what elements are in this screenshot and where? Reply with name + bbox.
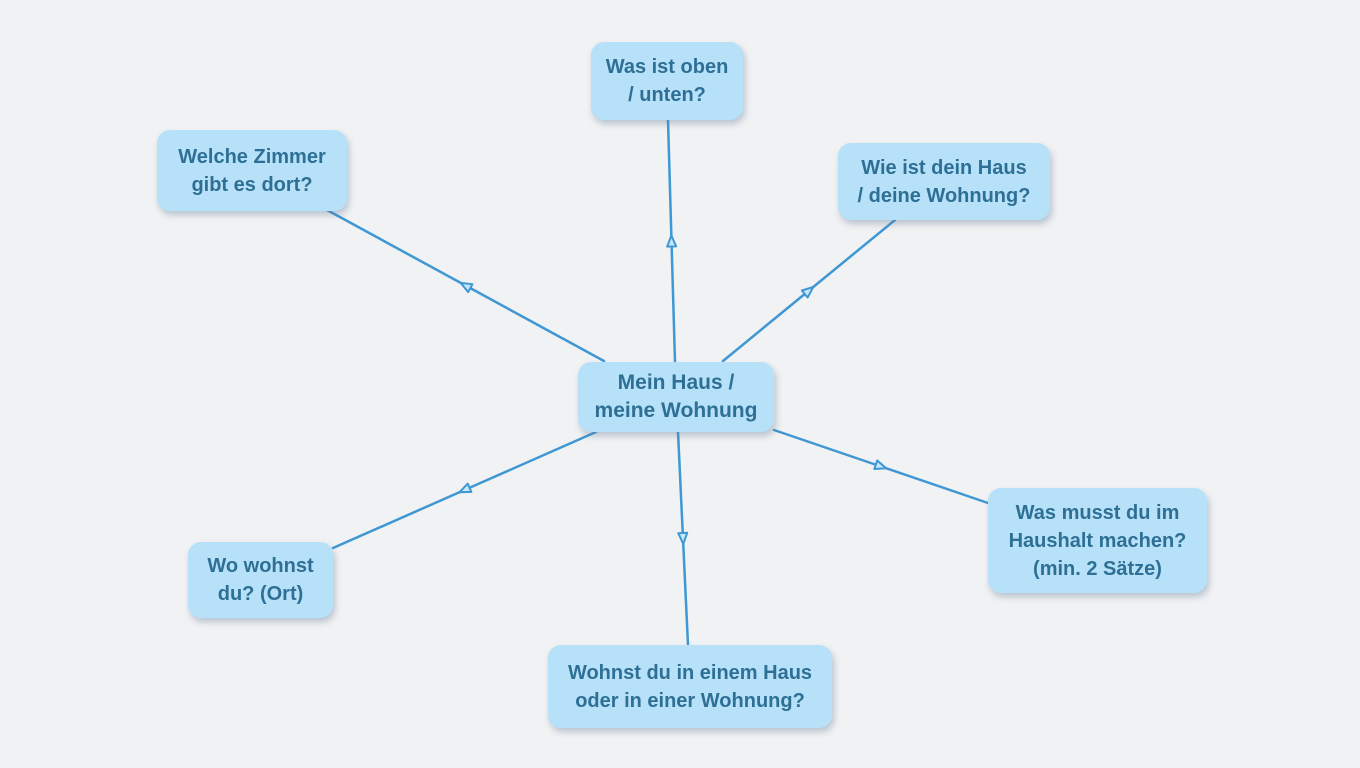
edge-root-to-top-right: [721, 218, 897, 363]
edge-root-to-bottom: [676, 430, 690, 647]
edge-root-to-top: [666, 118, 678, 364]
node-haus-oder-wohnung[interactable]: Wohnst du in einem Haus oder in einer Wo…: [548, 645, 832, 728]
edge-root-to-bottom-left: [331, 430, 598, 550]
edge-root-to-right: [772, 428, 990, 505]
node-welche-zimmer[interactable]: Welche Zimmer gibt es dort?: [157, 130, 347, 211]
node-haushalt-machen[interactable]: Was musst du im Haushalt machen? (min. 2…: [988, 488, 1207, 593]
node-mein-haus-root[interactable]: Mein Haus / meine Wohnung: [578, 362, 774, 432]
node-was-ist-oben[interactable]: Was ist oben / unten?: [591, 42, 743, 120]
node-wo-wohnst-du[interactable]: Wo wohnst du? (Ort): [188, 542, 333, 618]
edge-root-to-top-left: [325, 208, 606, 363]
node-wie-ist-dein-haus[interactable]: Wie ist dein Haus / deine Wohnung?: [838, 143, 1050, 220]
